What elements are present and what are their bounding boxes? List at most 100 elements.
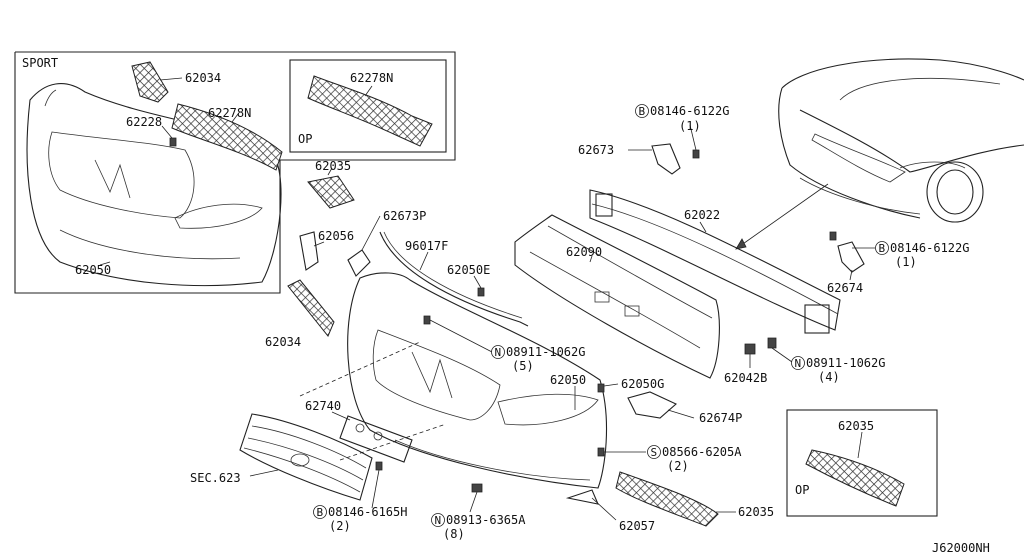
bracket-62673: 62673 B 08146-6122G (1) bbox=[578, 104, 729, 175]
label-08911-1062G-a: 08911-1062G bbox=[506, 345, 585, 359]
lead-08146-6165H bbox=[371, 469, 380, 509]
circle-s-letter: S bbox=[651, 446, 658, 459]
dashed-guide-2 bbox=[339, 423, 447, 461]
lead-08913-6365A bbox=[469, 491, 478, 513]
sport-62035-part bbox=[307, 175, 355, 209]
label-q8: (8) bbox=[443, 527, 465, 541]
circle-b-top-letter: B bbox=[639, 105, 646, 118]
op-62278N-mesh bbox=[307, 75, 433, 147]
strip-96017F-edge bbox=[383, 231, 523, 319]
nut-right bbox=[767, 337, 777, 349]
label-62050E: 62050E bbox=[447, 263, 490, 277]
sport-bumper-corner bbox=[44, 89, 57, 107]
bracket-62674P-part bbox=[627, 391, 678, 419]
clip-62050E bbox=[477, 287, 485, 297]
car-wheel-inner bbox=[936, 169, 974, 215]
grille-bar-3 bbox=[243, 447, 361, 493]
part-62042B bbox=[744, 343, 756, 355]
sport-label: SPORT bbox=[22, 56, 58, 70]
label-62042B: 62042B bbox=[724, 371, 767, 385]
reinforcement-62022: 62022 bbox=[589, 189, 841, 334]
label-62050-main: 62050 bbox=[550, 373, 586, 387]
car-front-face bbox=[778, 87, 921, 219]
lead-62056 bbox=[313, 241, 325, 247]
label-62056: 62056 bbox=[318, 229, 354, 243]
dashed-guide-1 bbox=[299, 341, 421, 397]
lead-62050E bbox=[473, 275, 482, 289]
plate-hole-2 bbox=[373, 431, 383, 441]
circle-n-right-letter: N bbox=[795, 357, 802, 370]
bolt-lower bbox=[375, 461, 383, 471]
label-q1-right: (1) bbox=[895, 255, 917, 269]
bracket-62674: B 08146-6122G (1) 62674 bbox=[827, 231, 969, 295]
sport-62034-part bbox=[131, 61, 169, 103]
label-08566-6205A: 08566-6205A bbox=[662, 445, 742, 459]
part-62057-shape bbox=[565, 489, 599, 505]
sport-variant-box: SPORT 62034 62278N 62228 62035 62050 bbox=[14, 51, 456, 294]
circle-n-lower bbox=[431, 513, 445, 527]
circle-b-lower-letter: B bbox=[317, 506, 324, 519]
grille-bar-2 bbox=[247, 437, 364, 481]
label-62035-bottom: 62035 bbox=[738, 505, 774, 519]
label-62035-top: 62035 bbox=[315, 159, 351, 173]
car-hood-edge bbox=[799, 109, 1024, 173]
lead-62035-top bbox=[327, 167, 333, 176]
grille-bar-1 bbox=[251, 425, 367, 469]
label-q1-top: (1) bbox=[679, 119, 701, 133]
bolt-top bbox=[692, 149, 700, 159]
lead-62673P bbox=[361, 215, 381, 251]
label-08146-6122G-right: 08146-6122G bbox=[890, 241, 969, 255]
lead-08911-a bbox=[429, 319, 493, 353]
absorber-rib-1 bbox=[529, 251, 701, 349]
sport-bumper-vent bbox=[174, 203, 263, 229]
grille-frame bbox=[239, 413, 373, 501]
circle-s bbox=[647, 445, 661, 459]
label-08913-6365A: 08913-6365A bbox=[446, 513, 526, 527]
sport-box-outline bbox=[14, 51, 456, 294]
sport-bumper-opening bbox=[48, 131, 195, 219]
bumper-clip bbox=[423, 315, 431, 325]
fastener-08913-6365A: N 08913-6365A (8) bbox=[431, 483, 526, 541]
label-q5: (5) bbox=[512, 359, 534, 373]
absorber-block-1 bbox=[594, 291, 610, 303]
circle-n-mid bbox=[491, 345, 505, 359]
mesh-62035-bottom-part bbox=[615, 471, 719, 527]
label-08146-6122G-top: 08146-6122G bbox=[650, 104, 729, 118]
op-box-top: OP 62278N bbox=[289, 59, 447, 153]
lead-62050G bbox=[603, 383, 619, 387]
label-62673P: 62673P bbox=[383, 209, 426, 223]
label-62673: 62673 bbox=[578, 143, 614, 157]
label-62674: 62674 bbox=[827, 281, 863, 295]
lead-62034-top bbox=[159, 77, 183, 81]
circle-b-right bbox=[875, 241, 889, 255]
bracket-62674-part bbox=[837, 241, 865, 273]
strip-96017F: 96017F bbox=[379, 231, 529, 327]
grille-emblem bbox=[290, 453, 310, 467]
grille-sec623: SEC.623 bbox=[190, 413, 373, 501]
clip-62050G bbox=[597, 383, 605, 393]
reinforcement-bracket-right bbox=[804, 304, 830, 334]
sport-62278N-mesh bbox=[171, 103, 283, 171]
car-grille bbox=[811, 133, 906, 183]
label-62057: 62057 bbox=[619, 519, 655, 533]
circle-b-right-letter: B bbox=[879, 242, 886, 255]
sport-bumper-62050 bbox=[26, 83, 282, 287]
lead-62050-sport bbox=[99, 261, 111, 266]
absorber-62090: 62090 bbox=[514, 214, 720, 379]
lead-62674 bbox=[849, 269, 853, 281]
lead-96017F bbox=[419, 251, 429, 271]
strip-96017F-line bbox=[379, 231, 529, 327]
label-62035-op: 62035 bbox=[838, 419, 874, 433]
fastener-group-right: 62042B N 08911-1062G (4) bbox=[724, 337, 885, 385]
label-96017F: 96017F bbox=[405, 239, 448, 253]
mesh-62034-mid-part bbox=[287, 279, 335, 337]
label-sec623: SEC.623 bbox=[190, 471, 241, 485]
bracket-62673-part bbox=[651, 143, 681, 175]
label-62278N-b: 62278N bbox=[350, 71, 393, 85]
op-box-bottom-outline bbox=[786, 409, 938, 517]
op-label-top: OP bbox=[298, 132, 312, 146]
label-62740: 62740 bbox=[305, 399, 341, 413]
label-62034-mid: 62034 bbox=[265, 335, 301, 349]
op-box-top-outline bbox=[289, 59, 447, 153]
